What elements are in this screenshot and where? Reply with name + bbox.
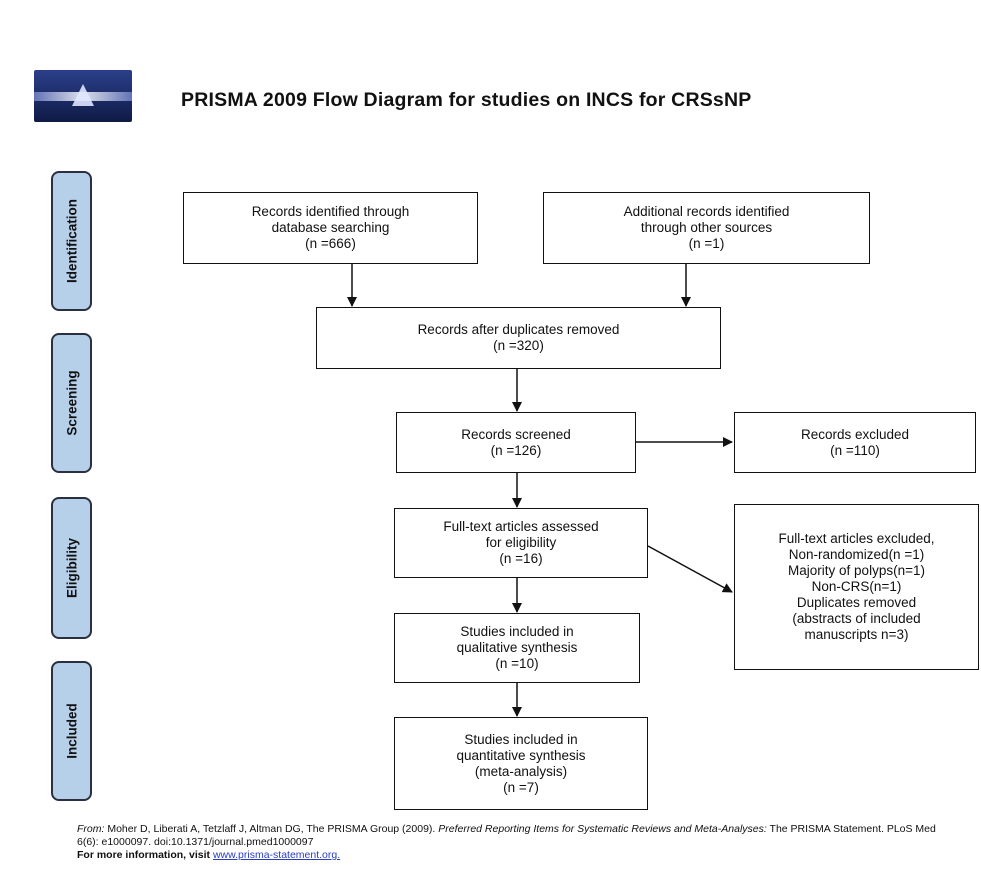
box-qualitative-synthesis: Studies included in qualitative synthesi… [394,613,640,683]
box-line: Records excluded [800,426,910,442]
diagram-title: PRISMA 2009 Flow Diagram for studies on … [181,89,752,111]
box-line: database searching [271,220,390,235]
box-line: manuscripts n=3) [804,627,909,642]
box-line: through other sources [640,220,773,235]
box-fulltext-assessed: Full-text articles assessed for eligibil… [394,508,648,578]
box-line: qualitative synthesis [456,640,578,655]
phase-eligibility: Eligibility [51,497,92,639]
box-line: Non-CRS(n=1) [811,579,902,594]
box-line: (n =10) [495,656,539,671]
phase-identification: Identification [51,171,92,311]
prisma-logo-icon [34,70,132,122]
box-line: Records screened [461,426,571,442]
phase-included: Included [51,661,92,801]
arrow-fulltext-to-excluded [647,545,733,593]
box-line: (n =16) [499,551,543,566]
box-line: Records after duplicates removed [417,322,620,337]
box-line: Full-text articles excluded, [778,531,935,546]
box-line: (n =320) [493,338,544,353]
box-records-screened: Records screened (n =126) [396,412,636,473]
citation-journal: The PRISMA Statement. PLoS Med 6(6): e10… [77,823,936,848]
box-line: (meta-analysis) [474,763,568,779]
box-line: Majority of polyps(n=1) [788,563,925,578]
box-line: Non-randomized(n =1) [788,547,925,562]
logo-mark [72,84,94,106]
box-line: (n =666) [305,236,356,251]
citation-footer: From: Moher D, Liberati A, Tetzlaff J, A… [77,823,937,862]
box-line: (n =1) [688,236,725,251]
prisma-website-link[interactable]: www.prisma-statement.org. [212,849,341,861]
more-info-label: For more information, visit [77,849,211,861]
box-quantitative-synthesis: Studies included in quantitative synthes… [394,717,648,810]
box-line: Duplicates removed [796,595,917,610]
box-line: (n =7) [503,779,539,795]
box-line: (n =110) [830,442,880,458]
box-line: Studies included in [460,624,574,639]
box-line: Studies included in [464,731,578,747]
box-records-database: Records identified through database sear… [183,192,478,264]
box-line: for eligibility [485,535,557,550]
box-records-excluded: Records excluded (n =110) [734,412,976,473]
box-line: (abstracts of included [792,611,921,626]
box-line: Records identified through [251,204,410,219]
citation-title: Preferred Reporting Items for Systematic… [438,823,767,835]
box-line: Additional records identified [623,204,790,219]
citation-authors: Moher D, Liberati A, Tetzlaff J, Altman … [107,823,436,835]
box-fulltext-excluded: Full-text articles excluded, Non-randomi… [734,504,979,670]
box-records-after-duplicates: Records after duplicates removed (n =320… [316,307,721,369]
phase-screening: Screening [51,333,92,473]
citation-from-label: From: [77,823,105,835]
box-line: Full-text articles assessed [443,519,599,534]
box-records-other-sources: Additional records identified through ot… [543,192,870,264]
box-line: quantitative synthesis [456,747,586,763]
box-line: (n =126) [490,442,542,458]
